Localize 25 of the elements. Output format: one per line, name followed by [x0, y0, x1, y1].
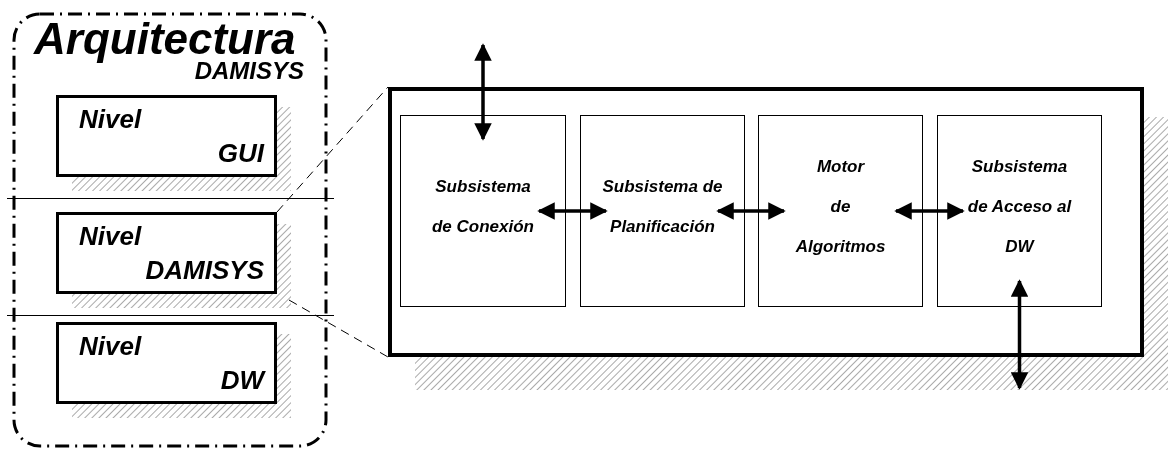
level-name: DW [220, 365, 264, 395]
subsystem-box [580, 115, 745, 307]
subsystem-label: Subsistema de Acceso al DW [966, 156, 1073, 258]
level-label: Nivel [79, 104, 142, 134]
subsystem-label: Subsistema de Conexión [431, 176, 535, 238]
dashed-connector [276, 86, 389, 213]
level-label: Nivel [79, 221, 142, 251]
double-arrow [537, 202, 608, 220]
subsystem-box [400, 115, 566, 307]
double-arrow [894, 202, 965, 220]
level-box [56, 322, 277, 404]
subsystem-label: Motor de Algoritmos [794, 156, 887, 258]
dashed-connector [288, 299, 389, 358]
system-box [388, 87, 1144, 357]
level-box [56, 212, 277, 294]
subsystem-box [937, 115, 1102, 307]
level-box [56, 95, 277, 177]
double-arrow [716, 202, 786, 220]
double-arrow [474, 43, 492, 141]
level-name: GUI [217, 138, 264, 168]
level-name: DAMISYS [145, 255, 264, 285]
level-label: Nivel [79, 331, 142, 361]
subsystem-label: Subsistema de Planificación [601, 176, 724, 238]
subsystem-box [758, 115, 923, 307]
double-arrow [1010, 279, 1029, 390]
